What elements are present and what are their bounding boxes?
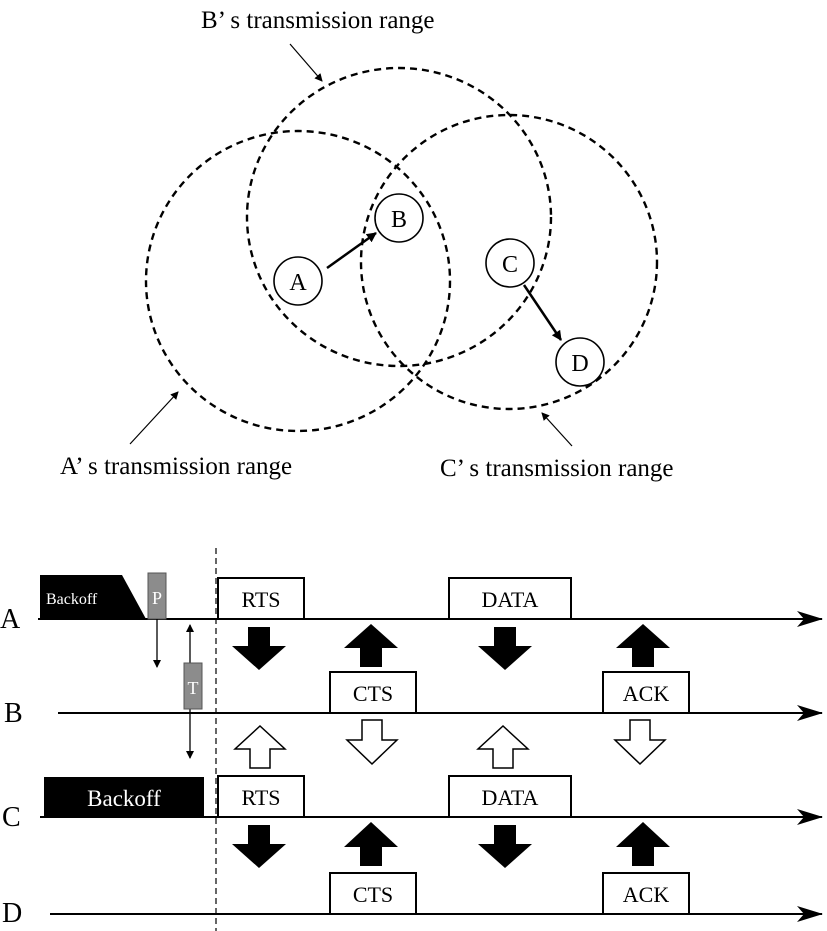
row-label-d: D	[2, 898, 22, 929]
range-circle-c	[359, 113, 659, 411]
block-arrow-up-b-cts-to-a	[344, 624, 398, 667]
range-circle-a	[144, 129, 452, 433]
backoff-block-a: Backoff	[40, 575, 146, 619]
topology-panel: A B C D B’ s transmission range A’ s tra…	[60, 7, 674, 482]
timing-panel: A B C D Backoff P T Backoff RTS	[0, 548, 823, 931]
hollow-arrow-down-b-ack-to-c	[613, 719, 667, 766]
range-label-b: B’ s transmission range	[201, 7, 435, 34]
hollow-arrow-up-c-data-to-b	[476, 724, 530, 769]
frame-a-rts-label: RTS	[241, 587, 280, 612]
node-b: B	[374, 193, 424, 243]
frame-a-data: DATA	[448, 577, 572, 620]
frame-c-data-label: DATA	[482, 785, 539, 810]
frame-a-rts: RTS	[217, 577, 305, 620]
frame-d-cts: CTS	[329, 872, 417, 915]
node-b-label: B	[391, 207, 407, 233]
frame-d-cts-label: CTS	[353, 882, 393, 907]
frame-b-cts: CTS	[329, 671, 417, 714]
row-label-a: A	[0, 604, 21, 635]
hollow-arrow-up-c-rts-to-b	[233, 724, 287, 769]
frame-b-ack-label: ACK	[623, 681, 670, 706]
block-arrow-up-d-ack-to-c	[616, 822, 670, 866]
node-a-label: A	[289, 270, 307, 296]
backoff-label-c: Backoff	[87, 786, 161, 811]
frame-c-data: DATA	[448, 775, 572, 818]
row-label-c: C	[2, 802, 21, 833]
backoff-label-a: Backoff	[46, 591, 98, 608]
node-c: C	[485, 238, 535, 288]
leader-line-b	[289, 43, 323, 82]
frame-b-ack: ACK	[602, 671, 690, 714]
leader-line-c	[541, 412, 573, 447]
link-arrow-c-to-d	[522, 284, 563, 341]
backoff-block-c: Backoff	[44, 777, 204, 817]
frame-d-ack: ACK	[602, 872, 690, 915]
marker-p: P	[147, 572, 167, 668]
leader-line-a	[129, 391, 179, 445]
node-d: D	[555, 337, 605, 387]
row-label-b: B	[4, 698, 23, 729]
marker-t: T	[183, 624, 203, 759]
range-label-c: C’ s transmission range	[440, 455, 674, 482]
link-arrow-a-to-b	[326, 231, 377, 270]
frame-b-cts-label: CTS	[353, 681, 393, 706]
node-c-label: C	[502, 252, 518, 278]
block-arrow-down-a-data	[478, 627, 532, 670]
block-arrow-down-a-rts	[232, 627, 286, 670]
frame-c-rts-label: RTS	[241, 785, 280, 810]
marker-p-label: P	[152, 588, 162, 608]
marker-t-label: T	[188, 678, 199, 698]
range-label-a: A’ s transmission range	[60, 453, 292, 480]
frame-d-ack-label: ACK	[623, 882, 670, 907]
block-arrow-down-c-rts	[232, 825, 286, 868]
frame-a-data-label: DATA	[482, 587, 539, 612]
hollow-arrow-down-b-cts-to-c	[345, 719, 399, 766]
block-arrow-up-d-cts-to-c	[344, 822, 398, 866]
range-circle-b	[245, 66, 553, 368]
frame-c-rts: RTS	[217, 775, 305, 818]
node-a: A	[273, 256, 323, 306]
node-d-label: D	[571, 351, 588, 377]
block-arrow-up-b-ack-to-a	[616, 624, 670, 667]
block-arrow-down-c-data	[478, 825, 532, 868]
